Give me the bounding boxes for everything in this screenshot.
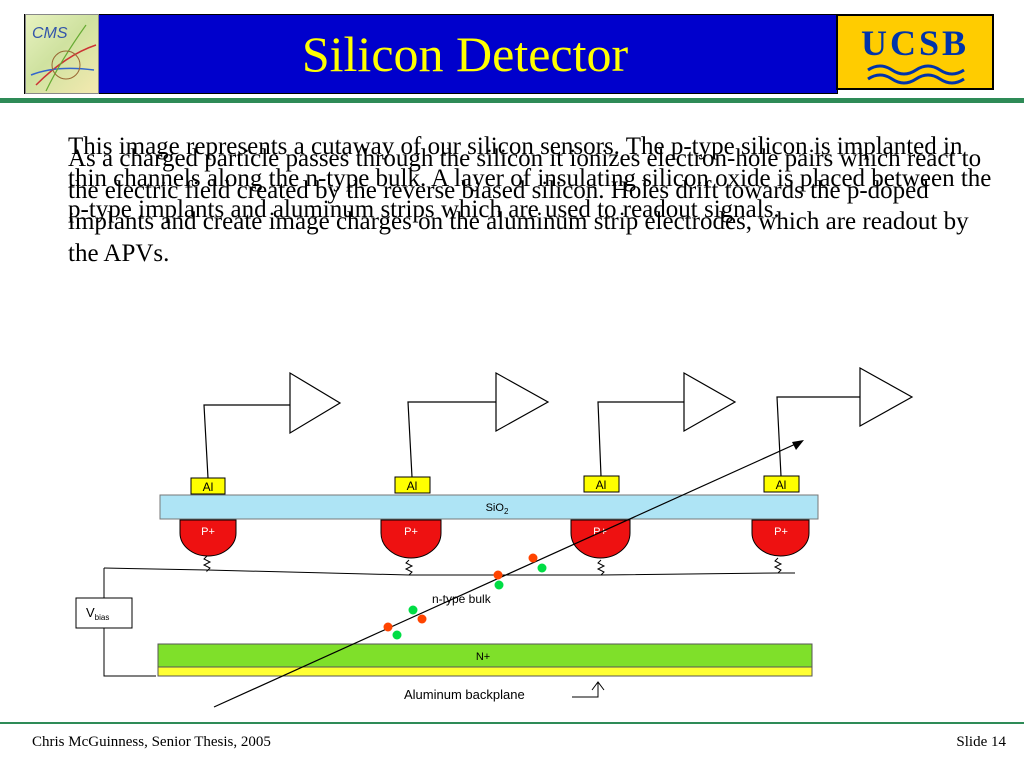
hole-dot — [417, 614, 427, 624]
cms-logo-text: CMS — [32, 25, 68, 42]
electron-dot — [537, 563, 547, 573]
aluminum-strip — [763, 475, 800, 493]
implant-label: P+ — [201, 526, 215, 538]
implant-label: P+ — [404, 526, 418, 538]
bias-line — [103, 567, 795, 576]
paragraph-cutaway: This image represents a cutaway of our s… — [68, 133, 992, 223]
hole-dot — [383, 622, 393, 632]
readout-wire — [776, 396, 860, 477]
electron-dot — [494, 580, 504, 590]
footer-divider — [0, 722, 1024, 724]
vbias-box — [75, 597, 133, 629]
oxide-layer — [159, 494, 819, 520]
cms-logo-graphic — [30, 24, 97, 92]
amplifier-icon — [289, 371, 342, 435]
oxide-label: SiO2 — [486, 502, 509, 516]
backplane-label: Aluminum backplane — [404, 687, 525, 702]
bulk-label: n-type bulk — [432, 592, 492, 606]
readout-wire — [597, 401, 684, 477]
hole-dot — [493, 570, 503, 580]
aluminum-strip — [394, 476, 431, 494]
cms-logo: CMS — [25, 14, 99, 94]
readout-wire — [203, 404, 290, 479]
aluminum-backplane — [157, 666, 813, 677]
readout-wire — [407, 401, 496, 478]
resistor-icon — [596, 559, 606, 576]
nplus-label: N+ — [476, 651, 490, 663]
vbias-label: Vbias — [86, 605, 109, 622]
aluminum-strip — [190, 477, 226, 495]
paragraph-ionization: As a charged particle passes through the… — [68, 145, 982, 267]
ucsb-logo-text: UCSB — [860, 23, 970, 63]
header-divider — [0, 98, 1024, 103]
ucsb-waves-icon — [867, 64, 965, 85]
strip-label: Al — [596, 478, 607, 492]
bias-wire — [103, 628, 156, 677]
ucsb-logo: UCSB — [836, 14, 994, 90]
title-bar — [24, 14, 838, 94]
amplifier-icon — [495, 371, 550, 433]
track-arrowhead-icon — [792, 440, 804, 450]
p-implant — [570, 519, 631, 559]
resistor-icon — [202, 555, 212, 573]
hole-dot — [528, 553, 538, 563]
electron-dot — [392, 630, 402, 640]
backplane-pointer-arrow — [572, 681, 605, 698]
amplifier-icon — [683, 371, 737, 433]
strip-label: Al — [203, 480, 214, 494]
slide-number: Slide 14 — [956, 734, 1006, 750]
slide-title: Silicon Detector — [301, 26, 629, 82]
p-implant — [751, 519, 810, 557]
resistor-icon — [404, 559, 414, 576]
p-implant — [179, 519, 237, 557]
strip-label: Al — [776, 478, 787, 492]
strip-label: Al — [407, 479, 418, 493]
resistor-icon — [773, 557, 783, 574]
electron-dot — [408, 605, 418, 615]
implant-label: P+ — [774, 526, 788, 538]
particle-track — [213, 441, 801, 708]
footer-author: Chris McGuinness, Senior Thesis, 2005 — [32, 734, 271, 750]
amplifier-icon — [859, 366, 914, 428]
p-implant — [380, 519, 442, 559]
aluminum-strip — [583, 475, 620, 493]
